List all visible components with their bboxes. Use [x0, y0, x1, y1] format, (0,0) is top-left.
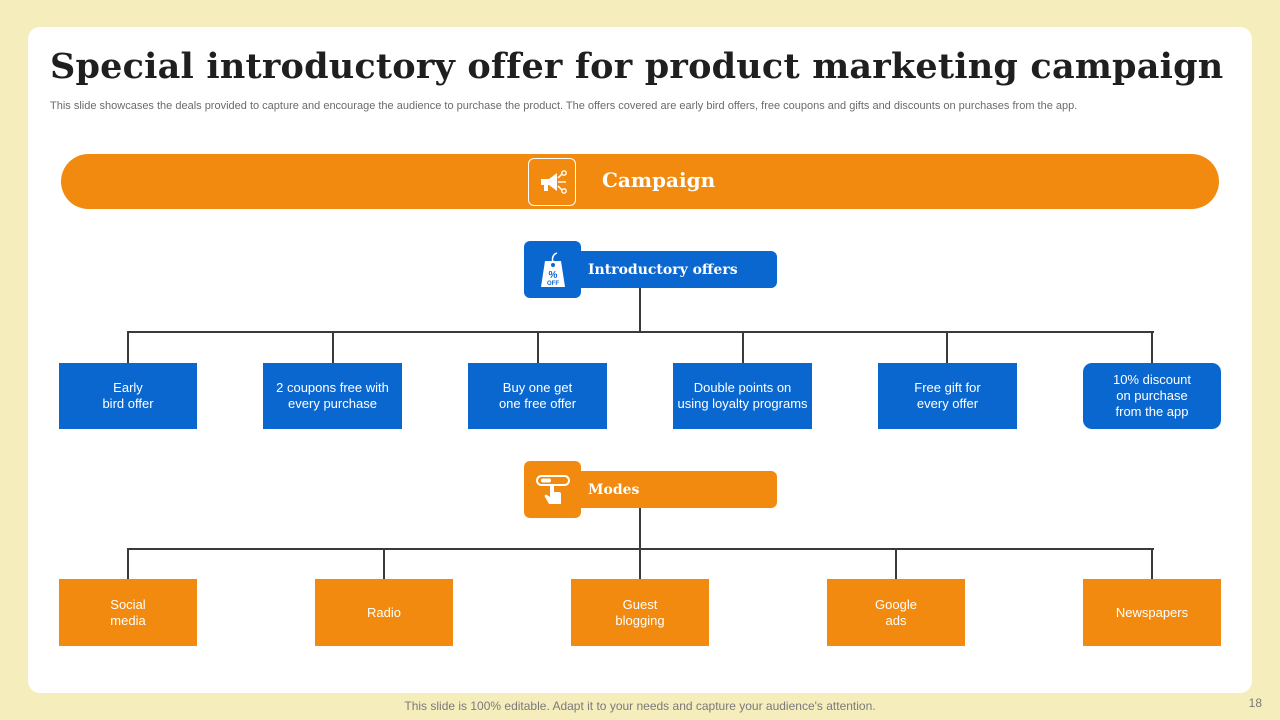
svg-text:OFF: OFF: [547, 281, 559, 287]
offers-trunk-line: [639, 288, 641, 332]
modes-drop-line: [127, 548, 129, 579]
mode-node-radio: Radio: [315, 579, 453, 646]
campaign-label: Campaign: [602, 168, 716, 192]
offers-icon-box: % OFF: [524, 241, 581, 298]
megaphone-icon: [541, 170, 567, 194]
discount-tag-icon: % OFF: [540, 251, 565, 287]
slide-subtitle: This slide showcases the deals provided …: [50, 100, 1078, 112]
mode-node-guest-blogging: Guest blogging: [571, 579, 709, 646]
offer-node-coupons: 2 coupons free with every purchase: [263, 363, 402, 429]
slide-footer: This slide is 100% editable. Adapt it to…: [404, 699, 876, 713]
modes-header: Modes: [578, 471, 777, 508]
mode-node-google-ads: Google ads: [827, 579, 965, 646]
pointer-hand-icon: [535, 474, 570, 504]
modes-drop-line: [639, 548, 641, 579]
offers-drop-line: [1151, 331, 1153, 363]
offer-node-app-discount: 10% discount on purchase from the app: [1083, 363, 1221, 429]
modes-drop-line: [895, 548, 897, 579]
offers-drop-line: [127, 331, 129, 363]
offers-drop-line: [537, 331, 539, 363]
offer-node-free-gift: Free gift for every offer: [878, 363, 1017, 429]
slide-title: Special introductory offer for product m…: [50, 46, 1224, 87]
offer-node-early-bird: Early bird offer: [59, 363, 197, 429]
campaign-bar: [61, 154, 1219, 209]
page-number: 18: [1248, 696, 1262, 710]
modes-icon-box: [524, 461, 581, 518]
svg-text:%: %: [548, 270, 557, 281]
offer-node-bogo: Buy one get one free offer: [468, 363, 607, 429]
campaign-icon-box: [528, 158, 576, 206]
modes-trunk-line: [639, 508, 641, 549]
offers-header: Introductory offers: [578, 251, 777, 288]
mode-node-newspapers: Newspapers: [1083, 579, 1221, 646]
offers-drop-line: [332, 331, 334, 363]
offers-drop-line: [742, 331, 744, 363]
offers-branch-line: [127, 331, 1154, 333]
modes-drop-line: [383, 548, 385, 579]
offers-drop-line: [946, 331, 948, 363]
modes-drop-line: [1151, 548, 1153, 579]
offer-node-loyalty: Double points on using loyalty programs: [673, 363, 812, 429]
mode-node-social-media: Social media: [59, 579, 197, 646]
